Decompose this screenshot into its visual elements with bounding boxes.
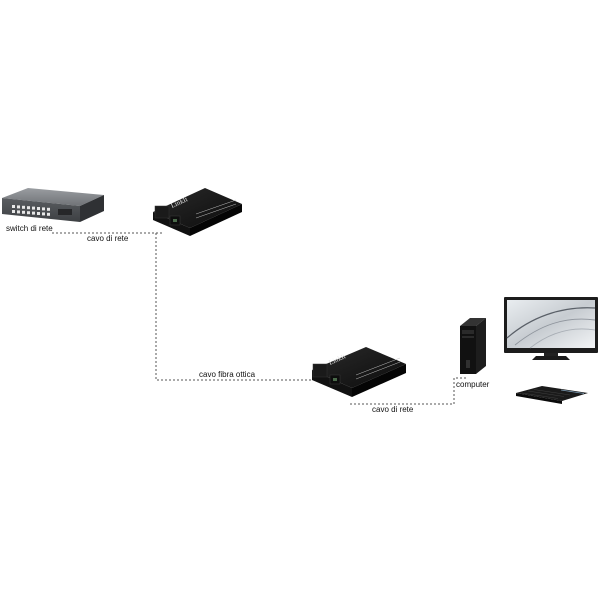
- media-converter-icon: [153, 188, 242, 236]
- label-fiber: cavo fibra ottica: [199, 370, 256, 379]
- label-switch: switch di rete: [6, 224, 53, 233]
- cable-converter-to-computer: [350, 377, 466, 405]
- pc-tower-icon: [460, 318, 486, 374]
- fiber-cable: [155, 233, 312, 381]
- keyboard-icon: [516, 386, 588, 404]
- monitor-icon: [504, 297, 598, 360]
- media-converter-icon: [312, 347, 406, 397]
- network-switch-icon: [2, 188, 104, 222]
- label-cable-top: cavo di rete: [87, 234, 129, 243]
- label-computer: computer: [456, 380, 490, 389]
- label-cable-bottom: cavo di rete: [372, 405, 414, 414]
- cable-lines: [52, 232, 466, 405]
